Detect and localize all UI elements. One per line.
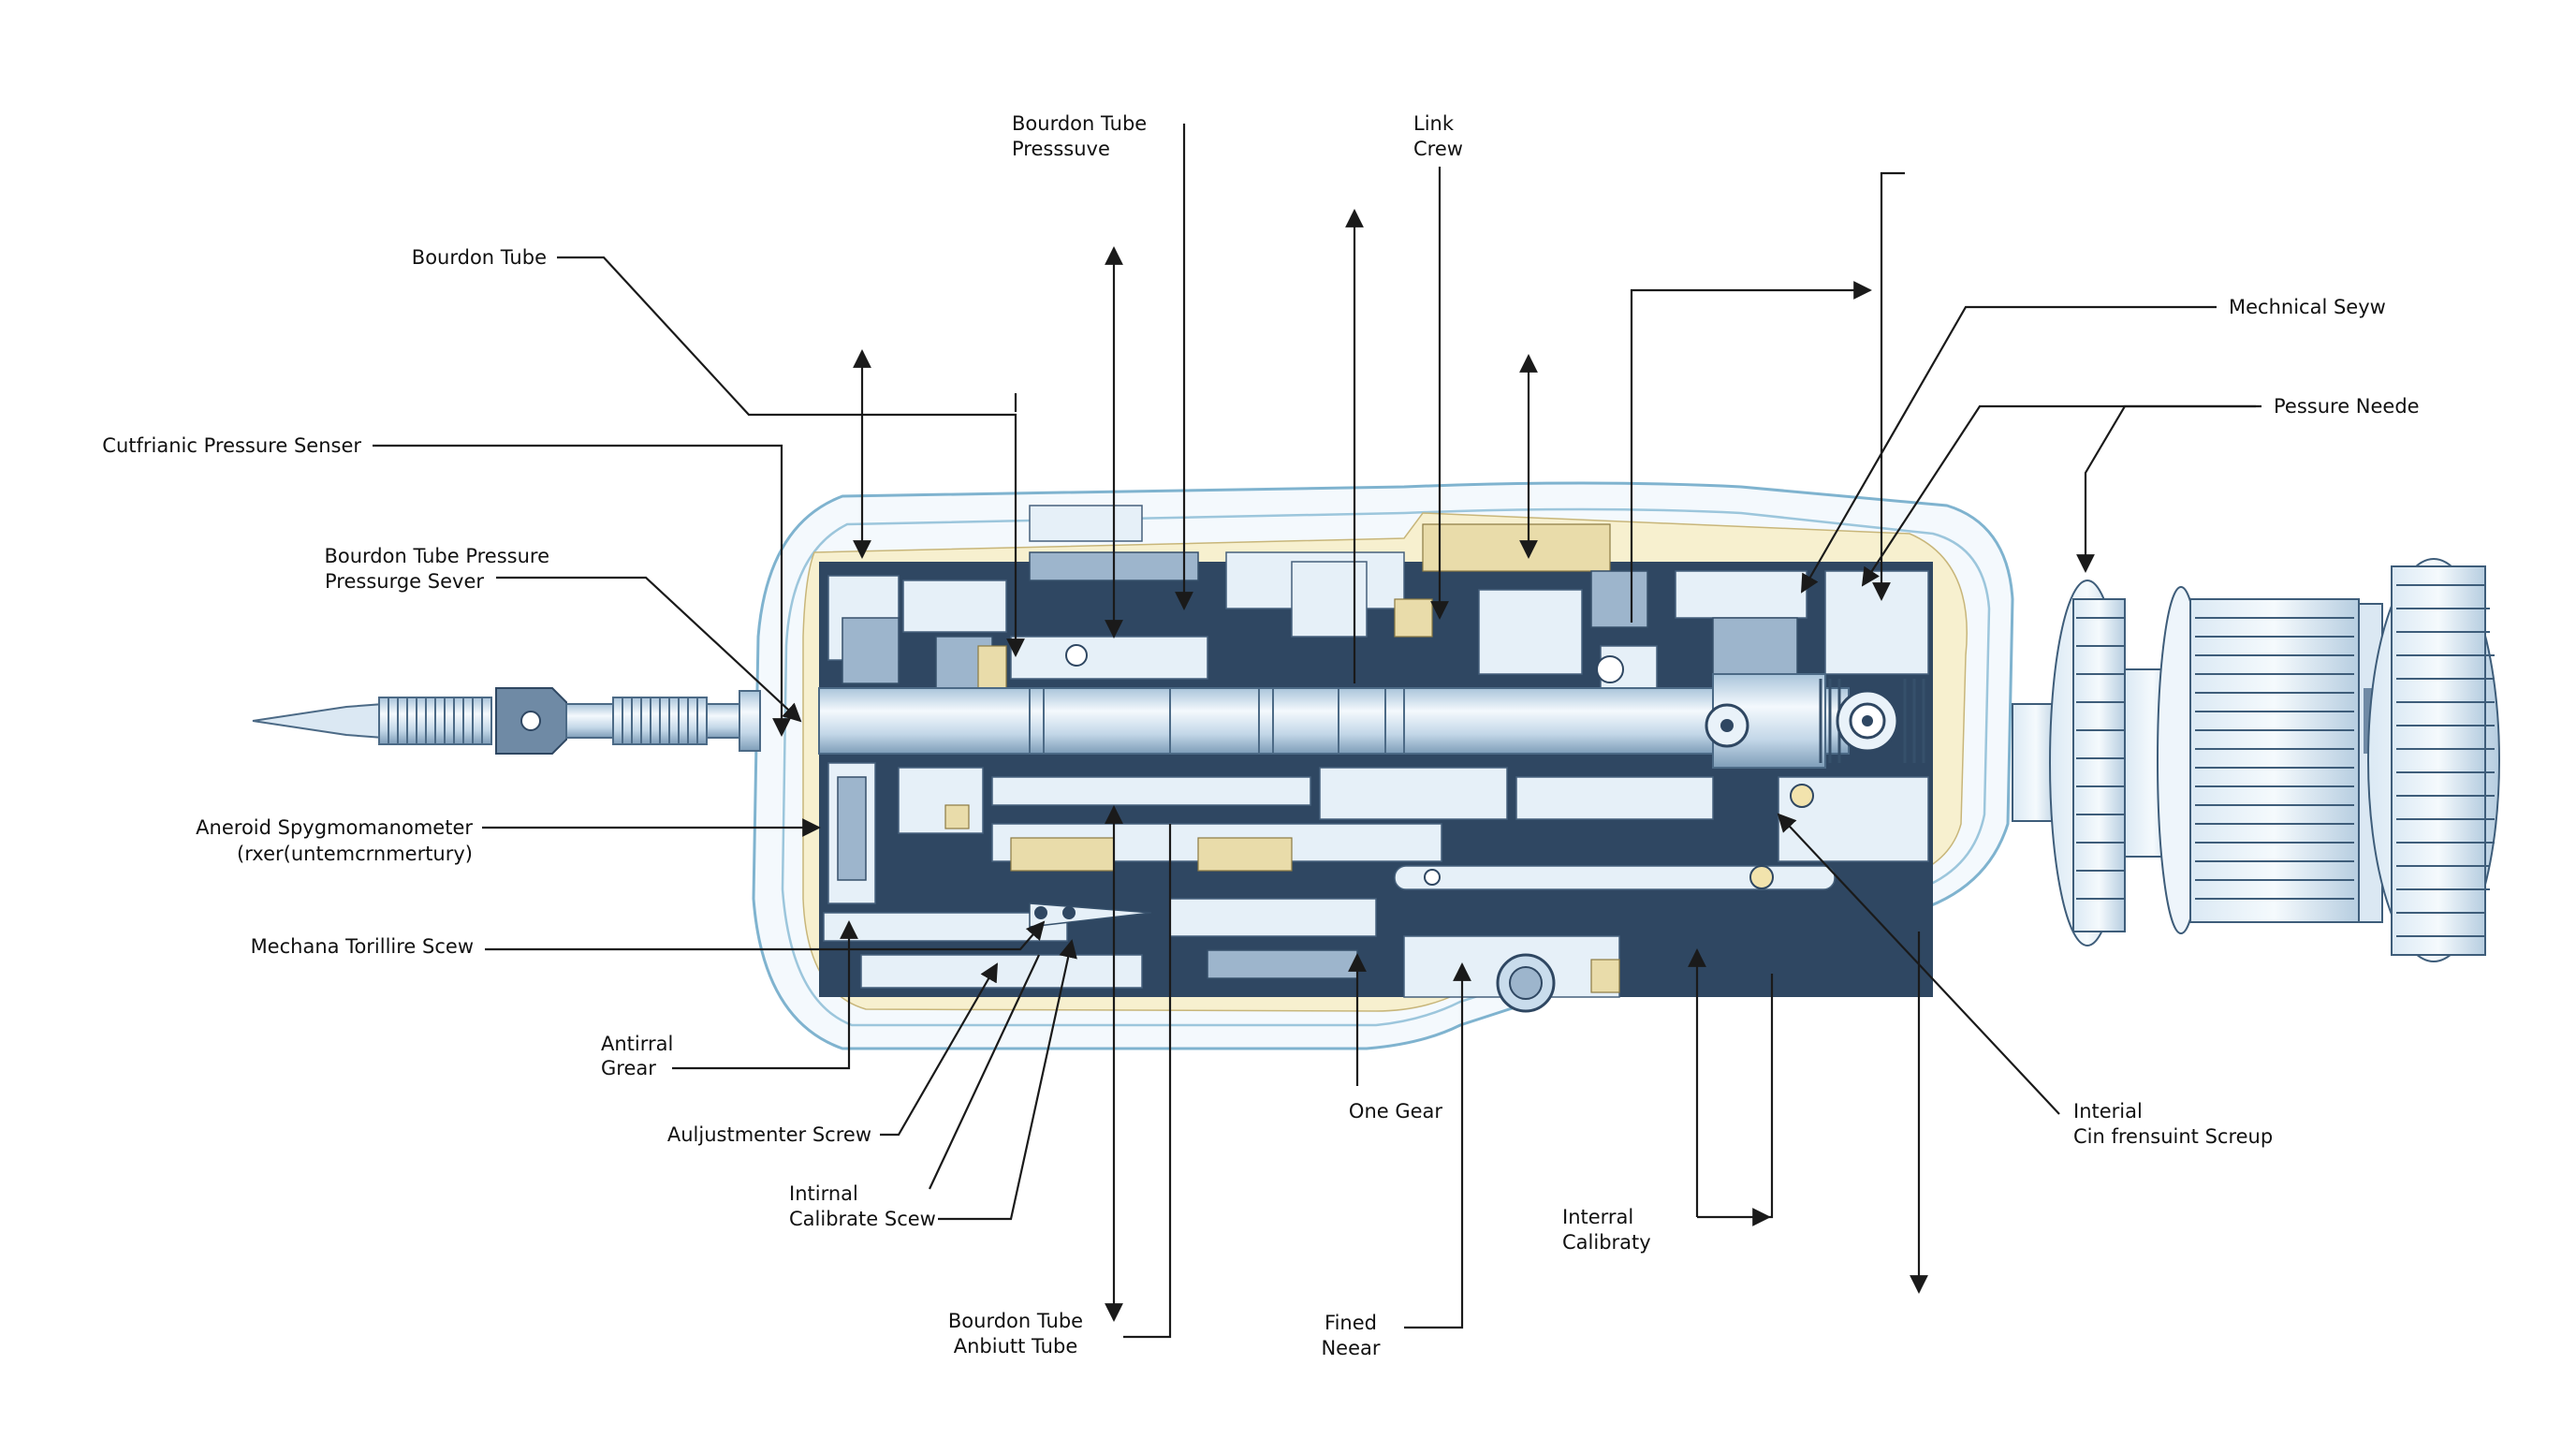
label-auljustmenter-screw: Auljustmenter Screw [667, 1123, 871, 1146]
block [1169, 898, 1377, 937]
block [1010, 636, 1208, 680]
main-shaft [818, 687, 1850, 755]
leader-anbiutt-tube [1123, 824, 1172, 1339]
block [902, 580, 1007, 633]
leader-cutfrianic [373, 444, 791, 737]
label-fined: Fined [1325, 1312, 1377, 1334]
label-aneroid-spygmomanometer: Aneroid Spygmomanometer [196, 816, 473, 839]
block [1515, 776, 1714, 820]
leader-fined-neear [1404, 962, 1471, 1329]
block [1824, 570, 1929, 675]
ring-gear-teeth [2396, 584, 2495, 937]
leader-mechnical-seyw [1801, 305, 2217, 594]
label-calibrate-scew: Calibrate Scew [789, 1208, 936, 1230]
label-mechana-torillire-scew: Mechana Torillire Scew [251, 935, 474, 958]
leader-antirral-grear [672, 920, 858, 1070]
label-antirral: Antirral [601, 1033, 673, 1055]
block [1394, 598, 1433, 638]
label-pessure-neede: Pessure Neede [2274, 395, 2420, 418]
block [991, 776, 1311, 806]
probe-tip [252, 702, 385, 740]
wedge [1029, 902, 1152, 928]
label-interral: Interral [1562, 1206, 1633, 1228]
label-link: Link [1413, 112, 1455, 135]
label-bourdon-tube-bottom: Bourdon Tube [948, 1310, 1083, 1332]
label-pressurge-sever: Pressurge Sever [325, 570, 484, 593]
leader-lines [373, 124, 2261, 1339]
inlet-probe [252, 687, 761, 755]
label-interial: Interial [2073, 1100, 2143, 1123]
block [1010, 837, 1115, 872]
label-grear: Grear [601, 1057, 656, 1079]
label-aneroid-subtitle: (rxer(untemcrnmertury) [237, 843, 473, 865]
block [1422, 523, 1611, 572]
pivot-hole [1065, 644, 1088, 667]
leader-pressurge-sever [496, 576, 802, 723]
label-bourdon-tube-top: Bourdon Tube [1012, 112, 1147, 135]
leader-bourdon-tube [557, 256, 1025, 657]
block [944, 804, 970, 829]
drum-gear-teeth [2195, 617, 2354, 900]
block [1712, 617, 1798, 675]
internal-mechanism [818, 505, 1929, 1013]
medium-gear-teeth [2076, 617, 2125, 900]
block [860, 954, 1143, 989]
block [1675, 570, 1808, 619]
block [1207, 949, 1358, 979]
probe-flange [739, 690, 761, 752]
pivot-hole [1596, 655, 1624, 683]
block [898, 767, 984, 834]
label-bourdon-tube-pressure: Bourdon Tube Pressure [324, 545, 549, 567]
label-one-gear: One Gear [1349, 1100, 1442, 1123]
callout-labels: Bourdon Tube Cutfrianic Pressure Senser … [102, 112, 2419, 1359]
block [1478, 589, 1583, 675]
block [1029, 505, 1143, 542]
label-crew: Crew [1413, 138, 1463, 160]
linkage-bar [1394, 865, 1836, 890]
exploded-gear-assembly [2012, 558, 2500, 962]
label-cutfrianic-pressure-senser: Cutfrianic Pressure Senser [102, 434, 361, 457]
label-anbiutt-tube: Anbiutt Tube [954, 1335, 1078, 1357]
label-bourdon-tube: Bourdon Tube [412, 246, 547, 269]
label-intirnal: Intirnal [789, 1182, 858, 1205]
block [842, 617, 900, 684]
block [1197, 837, 1293, 872]
block [1778, 776, 1929, 862]
leader-internal-screup [1777, 813, 2060, 1115]
leader-intirnal-calibrate [938, 939, 1077, 1221]
leader-auljustmenter [880, 962, 998, 1137]
leader-mechana [485, 920, 1046, 951]
label-mechnical-seyw: Mechnical Seyw [2229, 296, 2386, 318]
label-cin-frensuint-screup: Cin frensuint Screup [2073, 1125, 2273, 1148]
block [977, 645, 1007, 689]
label-presssuve: Presssuve [1012, 138, 1110, 160]
label-calibraty: Calibraty [1562, 1231, 1651, 1254]
drum-gear [2189, 598, 2360, 923]
label-neear: Neear [1321, 1337, 1380, 1359]
block [1319, 767, 1508, 820]
block [837, 776, 867, 881]
block [1590, 570, 1648, 628]
shaft-rings [1029, 688, 1405, 754]
